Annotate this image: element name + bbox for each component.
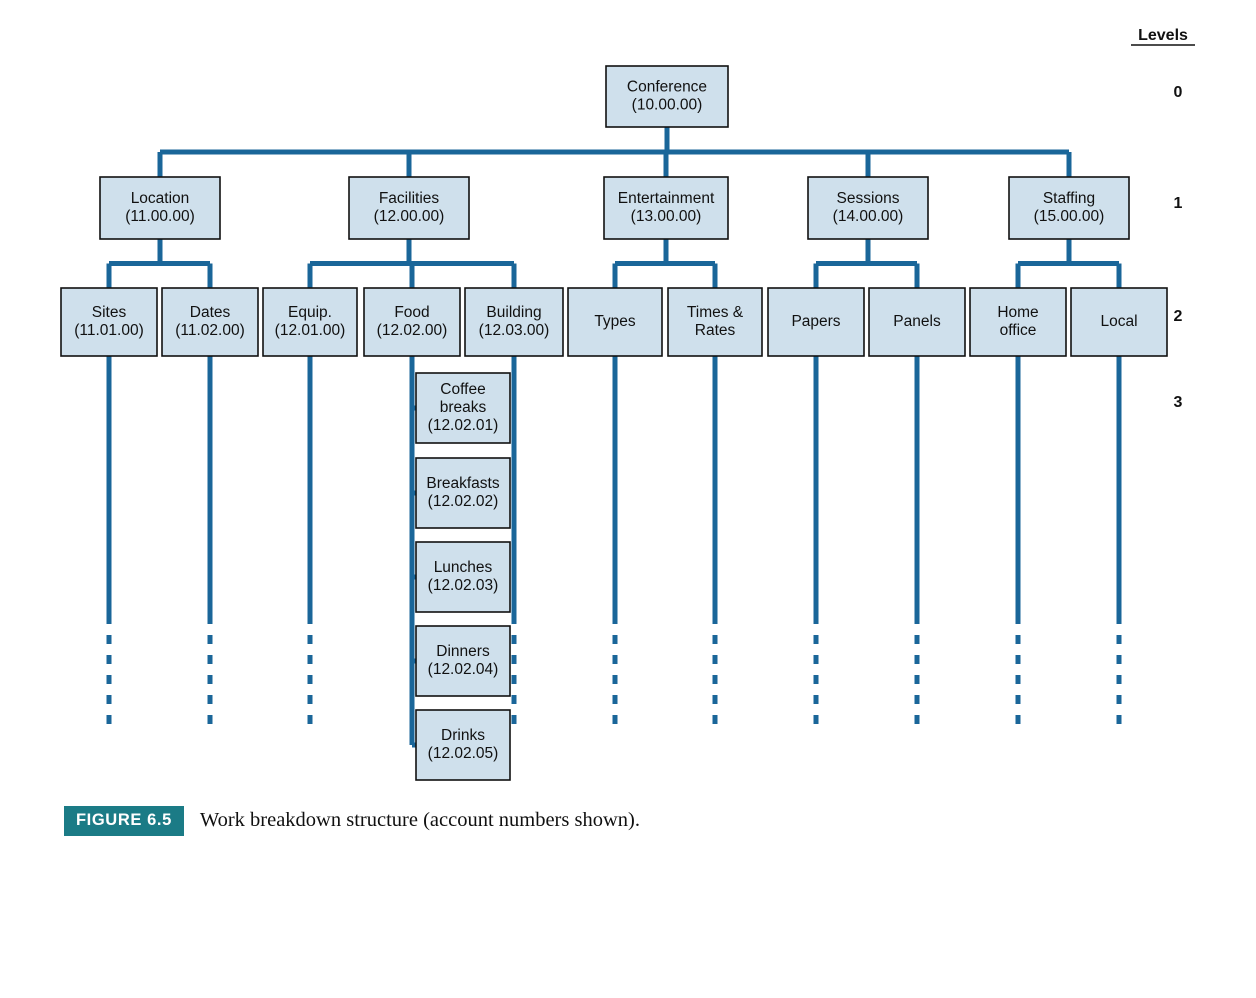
node-label-drinks-line2: (12.02.05) xyxy=(428,745,499,762)
wbs-node-drinks[interactable]: Drinks(12.02.05) xyxy=(415,709,511,781)
node-label-types-line1: Types xyxy=(594,313,636,330)
node-label-dinners-line2: (12.02.04) xyxy=(428,661,499,678)
node-layer: Conference(10.00.00) Location(11.00.00) Fa… xyxy=(60,65,1168,781)
node-box-building xyxy=(464,287,564,357)
level-number-3: 3 xyxy=(1174,394,1183,411)
node-box-dates xyxy=(161,287,259,357)
wbs-node-lunches[interactable]: Lunches(12.02.03) xyxy=(415,541,511,613)
node-box-equip xyxy=(262,287,358,357)
level-number-0: 0 xyxy=(1174,84,1183,101)
node-label-staffing-line2: (15.00.00) xyxy=(1034,208,1105,225)
node-label-building-line1: Building xyxy=(486,304,541,321)
node-label-local-line1: Local xyxy=(1100,313,1137,330)
level-number-1: 1 xyxy=(1174,195,1183,212)
node-label-facilities-line1: Facilities xyxy=(379,190,440,207)
node-label-panels-line1: Panels xyxy=(893,313,941,330)
node-label-coffee-line2: breaks xyxy=(440,399,487,416)
node-box-drinks xyxy=(415,709,511,781)
figure-caption: FIGURE 6.5 Work breakdown structure (acc… xyxy=(64,806,640,836)
node-box-location xyxy=(99,176,221,240)
wbs-node-equip[interactable]: Equip.(12.01.00) xyxy=(262,287,358,357)
node-label-food-line2: (12.02.00) xyxy=(377,322,448,339)
node-label-food-line1: Food xyxy=(394,304,429,321)
node-label-staffing-line1: Staffing xyxy=(1043,190,1095,207)
node-label-sites-line1: Sites xyxy=(92,304,127,321)
node-label-breakfasts-line1: Breakfasts xyxy=(426,475,499,492)
wbs-node-breakfasts[interactable]: Breakfasts(12.02.02) xyxy=(415,457,511,529)
node-label-papers-line1: Papers xyxy=(791,313,840,330)
node-label-conference-line2: (10.00.00) xyxy=(632,97,703,114)
node-box-breakfasts xyxy=(415,457,511,529)
node-label-lunches-line1: Lunches xyxy=(434,559,493,576)
wbs-node-conference[interactable]: Conference(10.00.00) xyxy=(605,65,729,128)
level-number-2: 2 xyxy=(1174,308,1183,325)
node-box-conference xyxy=(605,65,729,128)
node-box-local xyxy=(1070,287,1168,357)
node-label-equip-line1: Equip. xyxy=(288,304,332,321)
node-label-location-line1: Location xyxy=(131,190,190,207)
wbs-node-staffing[interactable]: Staffing(15.00.00) xyxy=(1008,176,1130,240)
wbs-node-times[interactable]: Times &Rates xyxy=(667,287,763,357)
node-box-panels xyxy=(868,287,966,357)
node-label-entertainment-line2: (13.00.00) xyxy=(631,208,702,225)
wbs-node-papers[interactable]: Papers xyxy=(767,287,865,357)
figure-badge: FIGURE 6.5 xyxy=(64,806,184,836)
node-box-dinners xyxy=(415,625,511,697)
wbs-node-panels[interactable]: Panels xyxy=(868,287,966,357)
node-label-facilities-line2: (12.00.00) xyxy=(374,208,445,225)
node-box-homeoffice xyxy=(969,287,1067,357)
node-label-homeoffice-line1: Home xyxy=(997,304,1038,321)
wbs-node-food[interactable]: Food(12.02.00) xyxy=(363,287,461,357)
node-label-dates-line2: (11.02.00) xyxy=(175,322,245,339)
node-box-types xyxy=(567,287,663,357)
node-label-dates-line1: Dates xyxy=(190,304,231,321)
node-label-entertainment-line1: Entertainment xyxy=(618,190,715,207)
node-box-times xyxy=(667,287,763,357)
node-label-homeoffice-line2: office xyxy=(1000,322,1037,339)
wbs-node-location[interactable]: Location(11.00.00) xyxy=(99,176,221,240)
wbs-node-dates[interactable]: Dates(11.02.00) xyxy=(161,287,259,357)
node-label-coffee-line3: (12.02.01) xyxy=(428,417,499,434)
node-label-lunches-line2: (12.02.03) xyxy=(428,577,499,594)
node-box-facilities xyxy=(348,176,470,240)
node-box-staffing xyxy=(1008,176,1130,240)
node-label-times-line1: Times & xyxy=(687,304,744,321)
wbs-node-facilities[interactable]: Facilities(12.00.00) xyxy=(348,176,470,240)
wbs-node-entertainment[interactable]: Entertainment(13.00.00) xyxy=(603,176,729,240)
node-label-coffee-line1: Coffee xyxy=(440,381,485,398)
node-label-location-line2: (11.00.00) xyxy=(125,208,195,225)
node-label-times-line2: Rates xyxy=(695,322,736,339)
wbs-node-sites[interactable]: Sites(11.01.00) xyxy=(60,287,158,357)
node-label-dinners-line1: Dinners xyxy=(436,643,490,660)
node-label-conference-line1: Conference xyxy=(627,79,707,96)
wbs-node-sessions[interactable]: Sessions(14.00.00) xyxy=(807,176,929,240)
node-box-food xyxy=(363,287,461,357)
node-box-papers xyxy=(767,287,865,357)
node-label-drinks-line1: Drinks xyxy=(441,727,485,744)
levels-title: Levels xyxy=(1138,27,1188,44)
node-label-sessions-line2: (14.00.00) xyxy=(833,208,904,225)
node-label-building-line2: (12.03.00) xyxy=(479,322,550,339)
node-box-entertainment xyxy=(603,176,729,240)
node-label-equip-line2: (12.01.00) xyxy=(275,322,346,339)
wbs-node-local[interactable]: Local xyxy=(1070,287,1168,357)
node-box-sessions xyxy=(807,176,929,240)
node-box-lunches xyxy=(415,541,511,613)
node-box-coffee xyxy=(415,372,511,444)
node-box-sites xyxy=(60,287,158,357)
connector-layer xyxy=(106,127,1122,748)
node-label-sessions-line1: Sessions xyxy=(837,190,900,207)
wbs-node-building[interactable]: Building(12.03.00) xyxy=(464,287,564,357)
node-label-breakfasts-line2: (12.02.02) xyxy=(428,493,499,510)
levels-legend: Levels 0 1 2 3 xyxy=(1131,27,1195,411)
wbs-node-types[interactable]: Types xyxy=(567,287,663,357)
figure-caption-text: Work breakdown structure (account number… xyxy=(199,809,640,832)
wbs-node-dinners[interactable]: Dinners(12.02.04) xyxy=(415,625,511,697)
node-label-sites-line2: (11.01.00) xyxy=(74,322,144,339)
